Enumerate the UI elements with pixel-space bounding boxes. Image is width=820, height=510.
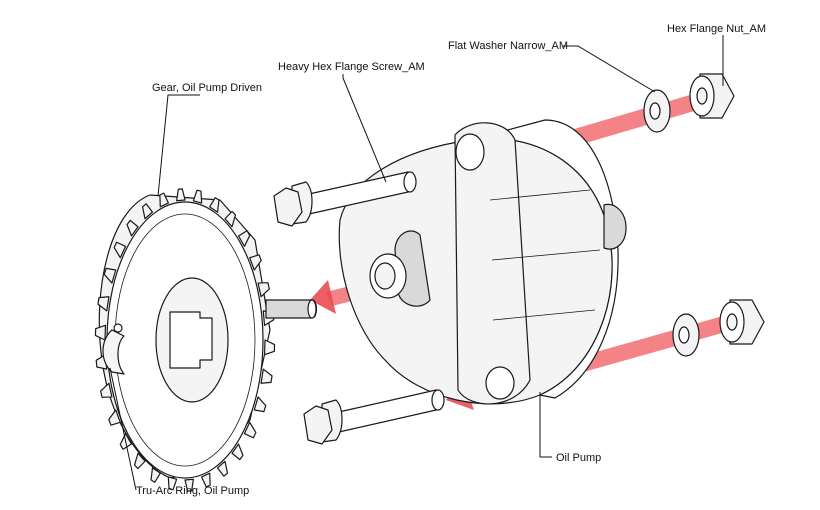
gear-tooth <box>126 219 139 237</box>
gear-oil-pump-driven <box>94 188 318 492</box>
gear-tooth <box>253 396 267 413</box>
leader-gear <box>157 94 200 197</box>
gear-tooth <box>113 241 127 259</box>
gear-tooth <box>224 210 237 228</box>
gear-tooth <box>231 443 244 461</box>
gear-tooth <box>243 421 257 439</box>
flat-washer-top <box>643 89 671 133</box>
gear-tooth <box>201 472 211 488</box>
gear-tooth <box>167 476 178 491</box>
gear-tooth <box>257 282 270 298</box>
heavy-hex-flange-screw-top <box>273 171 417 227</box>
label-tru-arc-ring: Tru-Arc Ring, Oil Pump <box>136 485 249 497</box>
gear-tooth <box>192 189 203 204</box>
leader-screw <box>342 74 387 183</box>
gear-tooth <box>237 230 251 247</box>
gear-tooth <box>216 460 229 477</box>
hex-flange-nut-bottom <box>719 299 765 345</box>
gear-tooth <box>108 409 121 426</box>
gear-tooth <box>260 368 273 384</box>
gear-tooth <box>159 192 169 208</box>
flat-washer-bottom <box>672 313 700 357</box>
gear-tooth <box>209 197 220 213</box>
leader-pump <box>539 392 552 458</box>
gear-tooth <box>100 382 113 398</box>
gear-tooth <box>150 467 161 483</box>
label-oil-pump: Oil Pump <box>556 452 601 464</box>
gear-tooth <box>184 478 194 492</box>
gear-tooth <box>97 296 110 312</box>
leader-lines <box>109 35 724 491</box>
heavy-hex-flange-screw-bottom <box>303 389 445 445</box>
tru-arc-ring <box>102 323 125 375</box>
gear-tooth <box>141 203 154 220</box>
gear-tooth <box>263 339 276 356</box>
leader-washer <box>563 45 656 93</box>
label-hex-flange-nut: Hex Flange Nut_AM <box>667 23 766 35</box>
label-flat-washer-narrow: Flat Washer Narrow_AM <box>448 40 568 52</box>
gear-tooth <box>176 188 186 202</box>
label-gear-oil-pump-driven: Gear, Oil Pump Driven <box>152 82 262 94</box>
gear-tooth <box>249 254 262 271</box>
oil-pump <box>338 119 627 405</box>
gear-tooth <box>103 267 117 284</box>
leader-ring <box>109 367 137 491</box>
gear-tooth <box>133 452 146 470</box>
gear-tooth <box>94 324 107 341</box>
label-heavy-hex-flange-screw: Heavy Hex Flange Screw_AM <box>278 61 425 73</box>
hex-flange-nut-top <box>689 73 735 119</box>
